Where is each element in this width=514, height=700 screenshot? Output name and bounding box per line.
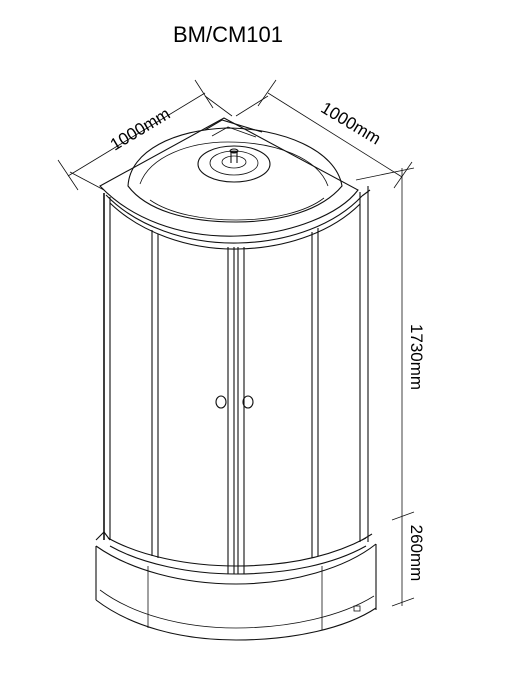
door-handle-left (215, 395, 227, 409)
dimension-label-width-left: 1000mm (107, 104, 173, 154)
dimension-label-width-right: 1000mm (318, 98, 384, 148)
dimension-cabin-height: 1730mm 260mm (355, 167, 426, 607)
dimension-label-tray-height: 260mm (407, 525, 426, 582)
cabin-tray (95, 531, 377, 641)
model-title: BM/CM101 (173, 22, 283, 47)
dimension-label-cabin-height: 1730mm (407, 324, 426, 390)
cabin-body (103, 186, 371, 575)
door-handle-right (242, 395, 254, 409)
cabin-roof (99, 117, 363, 250)
